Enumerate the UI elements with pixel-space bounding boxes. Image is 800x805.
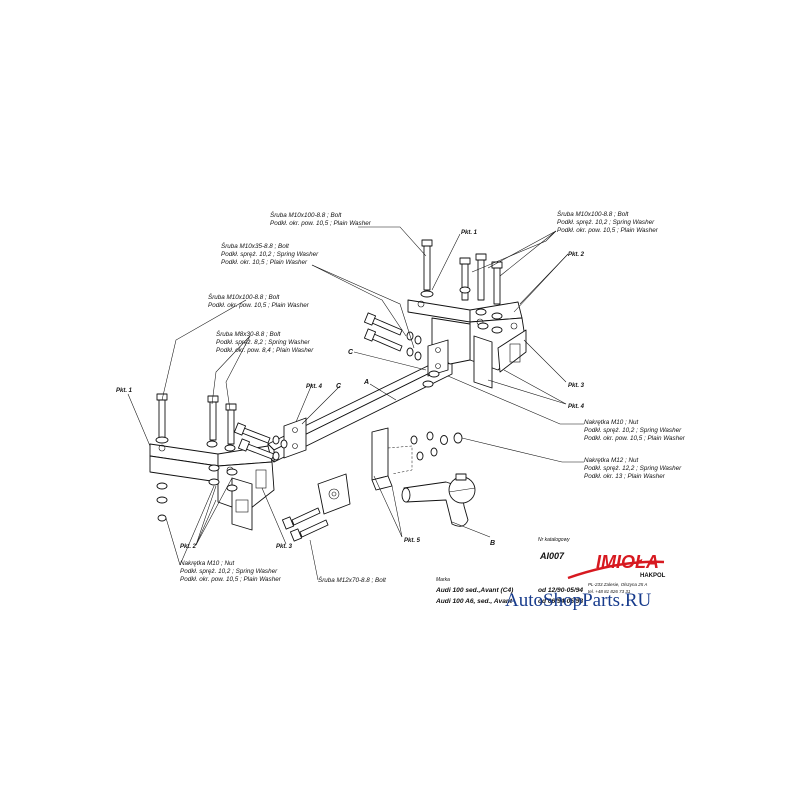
label-line: Podkł. okr. pow. 10,5 ; Plain Washer [584, 435, 686, 442]
letter-c-left: C [348, 349, 354, 356]
label-nut-m10-bottom: Nakrętka M10 ; Nut Podkł. spręż. 10,2 ; … [180, 560, 282, 583]
label-bolt-right-top: Śruba M10x100-8.8 ; Bolt Podkł. spręż. 1… [557, 209, 659, 234]
point-4-right: Pkt. 4 [568, 404, 585, 410]
label-line: Nakrętka M12 ; Nut [584, 457, 638, 464]
label-line: Podkł. okr. pow. 10,5 ; Plain Washer [270, 220, 372, 227]
label-line: Podkł. spręż. 8,2 ; Spring Washer [216, 339, 311, 346]
letter-b: B [490, 540, 495, 547]
brand-heading: Marka [436, 577, 450, 583]
leader-lines [127, 226, 584, 581]
label-line: Podkł. okr. pow. 10,5 ; Plain Washer [208, 302, 310, 309]
label-bolt-m12: Śruba M12x70-8.8 ; Bolt [318, 575, 386, 584]
logo-swoosh [567, 560, 665, 580]
model-line: Audi 100 A6, sed., Avant [435, 598, 513, 605]
catalog-heading: Nr katalogowy [538, 537, 570, 543]
point-4-mid: Pkt. 4 [306, 384, 323, 390]
point-5: Pkt. 5 [404, 538, 421, 544]
label-line: Śruba M8x30-8.8 ; Bolt [216, 329, 281, 338]
year-line: od 12/90-05/94 [538, 587, 583, 594]
point-2-right: Pkt. 2 [568, 252, 585, 258]
logo-phone: tel. +48 81 826 73 31 [588, 589, 631, 594]
label-line: Podkł. okr. pow. 10,5 ; Plain Washer [180, 576, 282, 583]
logo-address: PL-233 Zalesie, Olszyna 25 A [588, 582, 647, 587]
point-3-right: Pkt. 3 [568, 383, 585, 389]
logo-sub: HAKPOL [640, 573, 666, 579]
clamp-plate-c-right [427, 339, 449, 377]
label-line: Śruba M10x100-8.8 ; Bolt [208, 292, 280, 301]
catalog-info: Nr katalogowy AI007 Marka Audi 100 sed.,… [435, 537, 583, 605]
logo-brand: IMIOŁA [596, 552, 659, 572]
towball-b [401, 473, 476, 527]
electrical-socket-bracket [371, 427, 413, 491]
ball-mount-plate [317, 473, 351, 515]
label-line: Podkł. spręż. 12,2 ; Spring Washer [584, 465, 682, 472]
letter-a: A [363, 379, 369, 386]
left-side-bracket [149, 443, 275, 531]
label-line: Śruba M10x35-8.8 ; Bolt [221, 241, 289, 250]
label-line: Podkł. okr. pow. 10,5 ; Plain Washer [557, 227, 659, 234]
label-line: Podkł. spręż. 10,2 ; Spring Washer [221, 251, 319, 258]
catalog-number: AI007 [539, 551, 565, 561]
label-line: Podkł. spręż. 10,2 ; Spring Washer [557, 219, 655, 226]
letter-c-mid: C [336, 383, 342, 390]
point-1-top: Pkt. 1 [461, 230, 478, 236]
label-line: Śruba M10x100-8.8 ; Bolt [270, 210, 342, 219]
label-line: Podkł. okr. pow. 8,4 ; Plain Washer [216, 347, 314, 354]
label-nut-m12: Nakrętka M12 ; Nut Podkł. spręż. 12,2 ; … [584, 457, 682, 480]
label-bolt-m8: Śruba M8x30-8.8 ; Bolt Podkł. spręż. 8,2… [216, 329, 314, 354]
label-line: Podkł. spręż. 10,2 ; Spring Washer [584, 427, 682, 434]
label-bolt-top: Śruba M10x100-8.8 ; Bolt Podkł. okr. pow… [270, 210, 372, 227]
label-line: Nakrętka M10 ; Nut [584, 419, 638, 426]
label-bolt-left: Śruba M10x100-8.8 ; Bolt Podkł. okr. pow… [208, 292, 310, 309]
point-2-bottom: Pkt. 2 [180, 544, 197, 550]
year-line: od 06/94-05/98 [538, 598, 583, 605]
label-line: Podkł. okr. 13 ; Plain Washer [584, 473, 666, 480]
point-3-bottom: Pkt. 3 [276, 544, 293, 550]
point-1-left: Pkt. 1 [116, 388, 133, 394]
model-line: Audi 100 sed.,Avant (C4) [435, 587, 513, 594]
label-bolt-m10x35: Śruba M10x35-8.8 ; Bolt Podkł. spręż. 10… [221, 241, 319, 266]
label-line: Śruba M10x100-8.8 ; Bolt [557, 209, 629, 218]
diagonal-bolts [233, 312, 403, 542]
label-line: Podkł. spręż. 10,2 ; Spring Washer [180, 568, 278, 575]
label-nut-m10-right: Nakrętka M10 ; Nut Podkł. spręż. 10,2 ; … [584, 419, 686, 442]
label-line: Podkł. okr. 10,5 ; Plain Washer [221, 259, 308, 266]
imiola-logo: IMIOŁA HAKPOL PL-233 Zalesie, Olszyna 25… [567, 552, 666, 594]
clamp-plate-c-left [283, 417, 307, 459]
label-line: Nakrętka M10 ; Nut [180, 560, 234, 567]
right-side-bracket [407, 299, 527, 389]
watermark-text: AutoShopParts.RU [505, 590, 651, 611]
